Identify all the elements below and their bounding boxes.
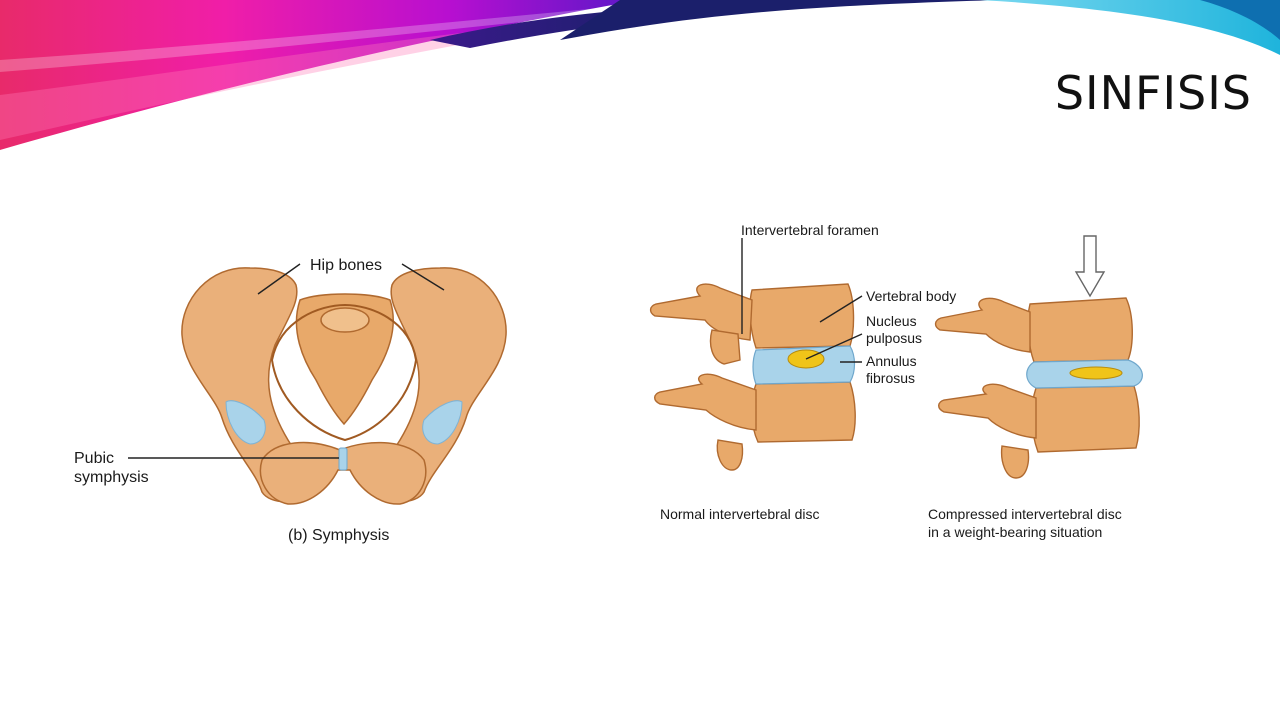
compressed-lower-process (938, 383, 1037, 439)
caption-normal-disc: Normal intervertebral disc (660, 506, 820, 522)
label-nucleus-line2: pulposus (866, 330, 923, 346)
pelvis-caption: (b) Symphysis (288, 527, 390, 544)
label-pubic-symphysis-line1: Pubic (74, 450, 115, 467)
slide-title: SINFISIS (1054, 66, 1252, 120)
caption-compressed-disc-line1: Compressed intervertebral disc (928, 506, 1122, 522)
label-vertebral-body: Vertebral body (866, 288, 957, 304)
label-intervertebral-foramen: Intervertebral foramen (741, 222, 879, 238)
normal-upper-vertebral-body (749, 283, 855, 349)
label-pubic-symphysis-line2: symphysis (74, 469, 149, 486)
label-annulus-line1: Annulus (866, 353, 917, 369)
compressed-vertebrae (934, 297, 1140, 479)
normal-upper-process (649, 283, 753, 341)
compressed-upper-process (934, 297, 1031, 353)
pubic-symphysis-disc (338, 447, 348, 471)
label-annulus-line2: fibrosus (866, 370, 916, 386)
sacrum (295, 293, 394, 426)
label-hip-bones: Hip bones (310, 257, 383, 274)
right-acetabulum-cartilage (422, 400, 463, 445)
header-banner (0, 0, 1280, 150)
caption-compressed-disc-line2: in a weight-bearing situation (928, 524, 1103, 540)
weight-arrow (1074, 235, 1106, 298)
compressed-lower-vertebral-body (1031, 385, 1140, 453)
compressed-upper-vertebral-body (1027, 297, 1133, 363)
normal-lower-vertebral-body (751, 381, 856, 443)
normal-lower-process (654, 373, 757, 431)
left-acetabulum-cartilage (225, 400, 266, 445)
normal-vertebrae (649, 283, 856, 471)
label-nucleus-line1: Nucleus (866, 313, 917, 329)
compressed-disc-nucleus (1069, 366, 1123, 380)
